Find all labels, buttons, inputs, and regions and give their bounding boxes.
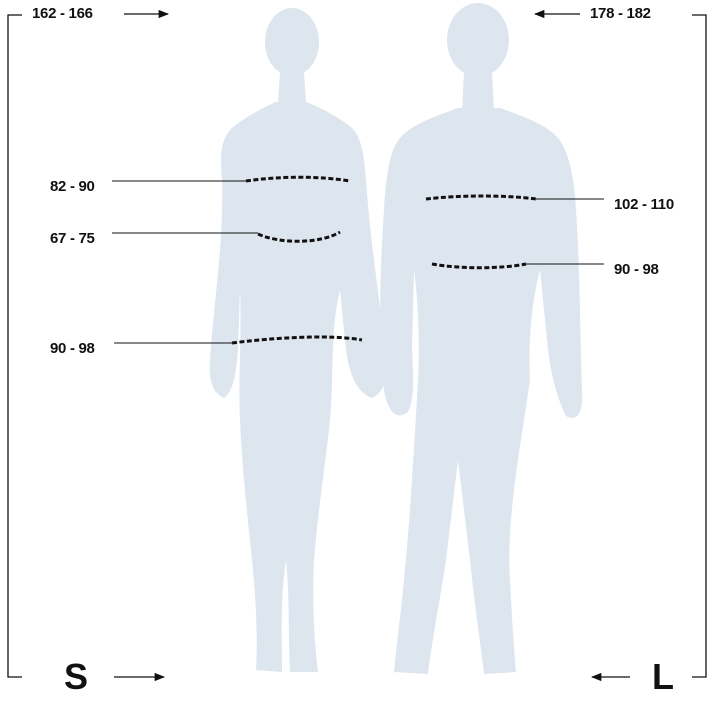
female-waist-label: 67 - 75 bbox=[50, 230, 95, 247]
female-height-label: 162 - 166 bbox=[32, 5, 93, 22]
female-bust-label: 82 - 90 bbox=[50, 178, 95, 195]
male-silhouette bbox=[380, 3, 582, 674]
male-waist-label: 90 - 98 bbox=[614, 261, 659, 278]
male-chest-label: 102 - 110 bbox=[614, 196, 674, 213]
size-l-label: L bbox=[652, 659, 674, 695]
male-height-label: 178 - 182 bbox=[590, 5, 651, 22]
size-s-label: S bbox=[64, 659, 88, 695]
female-hips-label: 90 - 98 bbox=[50, 340, 95, 357]
